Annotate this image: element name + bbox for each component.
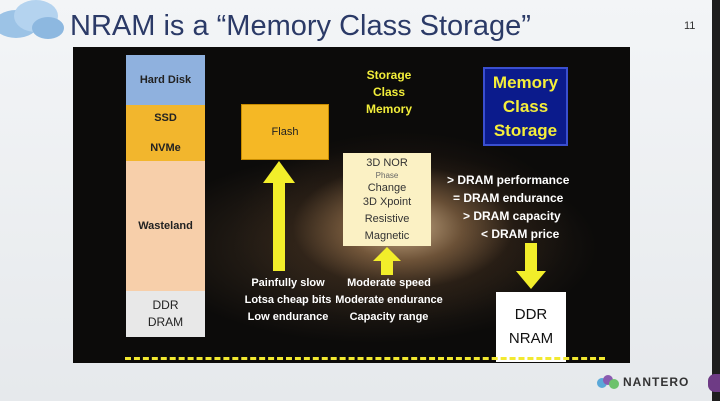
scm-label-line: Class xyxy=(372,85,406,99)
scm-item: Magnetic xyxy=(364,229,410,242)
scm-description: Moderate speed Moderate endurance Capaci… xyxy=(329,275,449,326)
mcs-label-line: Memory xyxy=(492,72,559,92)
scm-item: Change xyxy=(367,181,407,194)
dram-label: DRAM xyxy=(147,315,184,329)
arrows-layer xyxy=(263,161,546,289)
scm-item: Resistive xyxy=(364,212,410,225)
scm-desc-line: Moderate endurance xyxy=(335,294,443,306)
flash-description: Painfully slow Lotsa cheap bits Low endu… xyxy=(233,275,343,326)
cloud-icon xyxy=(0,0,64,39)
ssd-nvme-box: SSD NVMe xyxy=(126,105,205,161)
flash-label: Flash xyxy=(271,126,299,138)
nvme-label: NVMe xyxy=(150,142,181,154)
flash-desc-line: Low endurance xyxy=(247,311,329,323)
mcs-down-arrow xyxy=(516,243,546,289)
storage-class-memory-label: Storage Class Memory xyxy=(359,67,419,118)
wasteland-box: Wasteland xyxy=(126,161,205,291)
scm-item: Phase xyxy=(375,170,399,180)
dram-feature: = DRAM endurance xyxy=(453,191,564,205)
diagram-panel: Hard Disk SSD NVMe Wasteland DDR DRAM Fl… xyxy=(73,47,630,363)
scm-up-arrow xyxy=(373,247,401,275)
scm-label-line: Memory xyxy=(365,102,412,116)
dram-feature: < DRAM price xyxy=(481,227,560,241)
slide-title: NRAM is a “Memory Class Storage” xyxy=(70,10,531,42)
mcs-label-line: Class xyxy=(502,96,549,116)
scm-desc-line: Moderate speed xyxy=(347,277,431,289)
ddr-nram-box: DDR NRAM xyxy=(496,292,566,362)
flash-up-arrow xyxy=(263,161,295,271)
dashed-divider xyxy=(125,357,605,360)
wasteland-label: Wasteland xyxy=(138,220,193,232)
dram-feature: > DRAM performance xyxy=(447,173,570,187)
nantero-logo-icon xyxy=(597,375,619,389)
memory-class-storage-box: Memory Class Storage xyxy=(483,67,568,146)
scm-item: 3D NOR xyxy=(366,156,408,169)
scm-technologies-box: 3D NOR Phase Change 3D Xpoint Resistive … xyxy=(343,153,431,246)
ddr-dram-box: DDR DRAM xyxy=(126,291,205,337)
scm-item: 3D Xpoint xyxy=(362,195,412,208)
hard-disk-box: Hard Disk xyxy=(126,55,205,105)
nantero-logo-text: NANTERO xyxy=(623,375,690,389)
scm-desc-line: Capacity range xyxy=(349,311,429,323)
page-number: 11 xyxy=(684,20,696,32)
nram-line: NRAM xyxy=(508,330,554,347)
screen-edge xyxy=(712,0,720,401)
ddr-label: DDR xyxy=(152,298,179,312)
mcs-label-line: Storage xyxy=(493,120,558,140)
nram-line: DDR xyxy=(514,306,548,323)
hard-disk-label: Hard Disk xyxy=(139,74,192,86)
flash-box: Flash xyxy=(241,104,329,160)
scm-label-line: Storage xyxy=(366,68,412,82)
dram-comparison-list: > DRAM performance = DRAM endurance > DR… xyxy=(447,171,602,243)
nantero-logo: NANTERO xyxy=(596,374,689,390)
corner-decoration xyxy=(708,374,720,392)
ssd-label: SSD xyxy=(154,112,177,124)
flash-desc-line: Painfully slow xyxy=(251,277,325,289)
dram-feature: > DRAM capacity xyxy=(463,209,561,223)
flash-desc-line: Lotsa cheap bits xyxy=(244,294,332,306)
